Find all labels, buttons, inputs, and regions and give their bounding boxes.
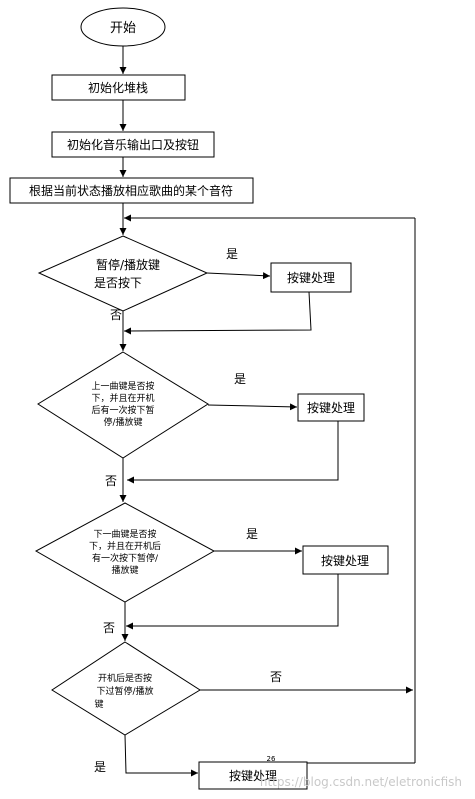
arrow-decision4-yes	[124, 734, 198, 777]
decision-pause-play-line2: 是否按下	[94, 276, 142, 290]
process-4	[198, 761, 308, 790]
decision-next-line3: 有一次按下暂停/	[92, 552, 159, 564]
decision1-yes-label: 是	[226, 247, 238, 261]
process-1	[270, 262, 352, 293]
step-init-output	[51, 131, 215, 158]
start-label: 开始	[110, 21, 136, 36]
decision-next-line4: 播放键	[111, 564, 138, 576]
decision2-yes-label: 是	[234, 372, 246, 386]
process-3	[302, 545, 389, 575]
step-init-stack	[51, 74, 186, 101]
decision-prev-track	[37, 351, 209, 459]
process-1-label: 按键处理	[287, 271, 335, 285]
process-2-label: 按键处理	[307, 401, 355, 415]
decision-prev-line1: 上一曲键是否按	[91, 380, 154, 392]
decision-pause-play-line1: 暂停/播放键	[96, 257, 160, 272]
decision-next-track	[34, 502, 216, 603]
step-play-note-label: 根据当前状态播放相应歌曲的某个音符	[29, 183, 233, 198]
decision2-no-label: 否	[105, 474, 117, 488]
decision-played-line3: 键	[94, 698, 103, 710]
decision4-yes-label: 是	[94, 760, 106, 774]
step-play-note	[9, 177, 254, 204]
process2-return	[127, 421, 339, 484]
step-init-stack-label: 初始化堆栈	[88, 80, 148, 95]
arrow-decision2-yes	[207, 403, 298, 411]
decision-next-line2: 下，并且在开机后	[89, 540, 161, 552]
decision-played-line1: 开机后是否按	[98, 672, 152, 684]
decision-prev-line3: 后有一次按下暂	[91, 404, 154, 416]
process1-return	[123, 291, 312, 335]
decision3-no-label: 否	[103, 621, 115, 635]
process3-return	[126, 574, 339, 630]
decision-prev-line2: 下，并且在开机	[91, 392, 154, 404]
decision4-no-label: 否	[270, 670, 282, 684]
arrow-decision1-yes	[206, 272, 271, 280]
decision3-yes-label: 是	[246, 527, 258, 541]
process-3-label: 按键处理	[321, 554, 369, 568]
decision1-no-label: 否	[110, 308, 122, 322]
process-4-label: 按键处理	[229, 769, 277, 783]
watermark: https://blog.csdn.net/eletronicfish	[260, 775, 462, 789]
process-2	[297, 393, 365, 422]
decision-pause-play	[37, 235, 209, 312]
decision-played-line2: 下过暂停/播放	[96, 685, 153, 697]
step-init-output-label: 初始化音乐输出口及按钮	[67, 137, 199, 152]
page-number: 26	[267, 755, 276, 763]
decision-prev-line4: 停/播放键	[103, 416, 142, 428]
decision-next-line1: 下一曲键是否按	[93, 528, 156, 540]
